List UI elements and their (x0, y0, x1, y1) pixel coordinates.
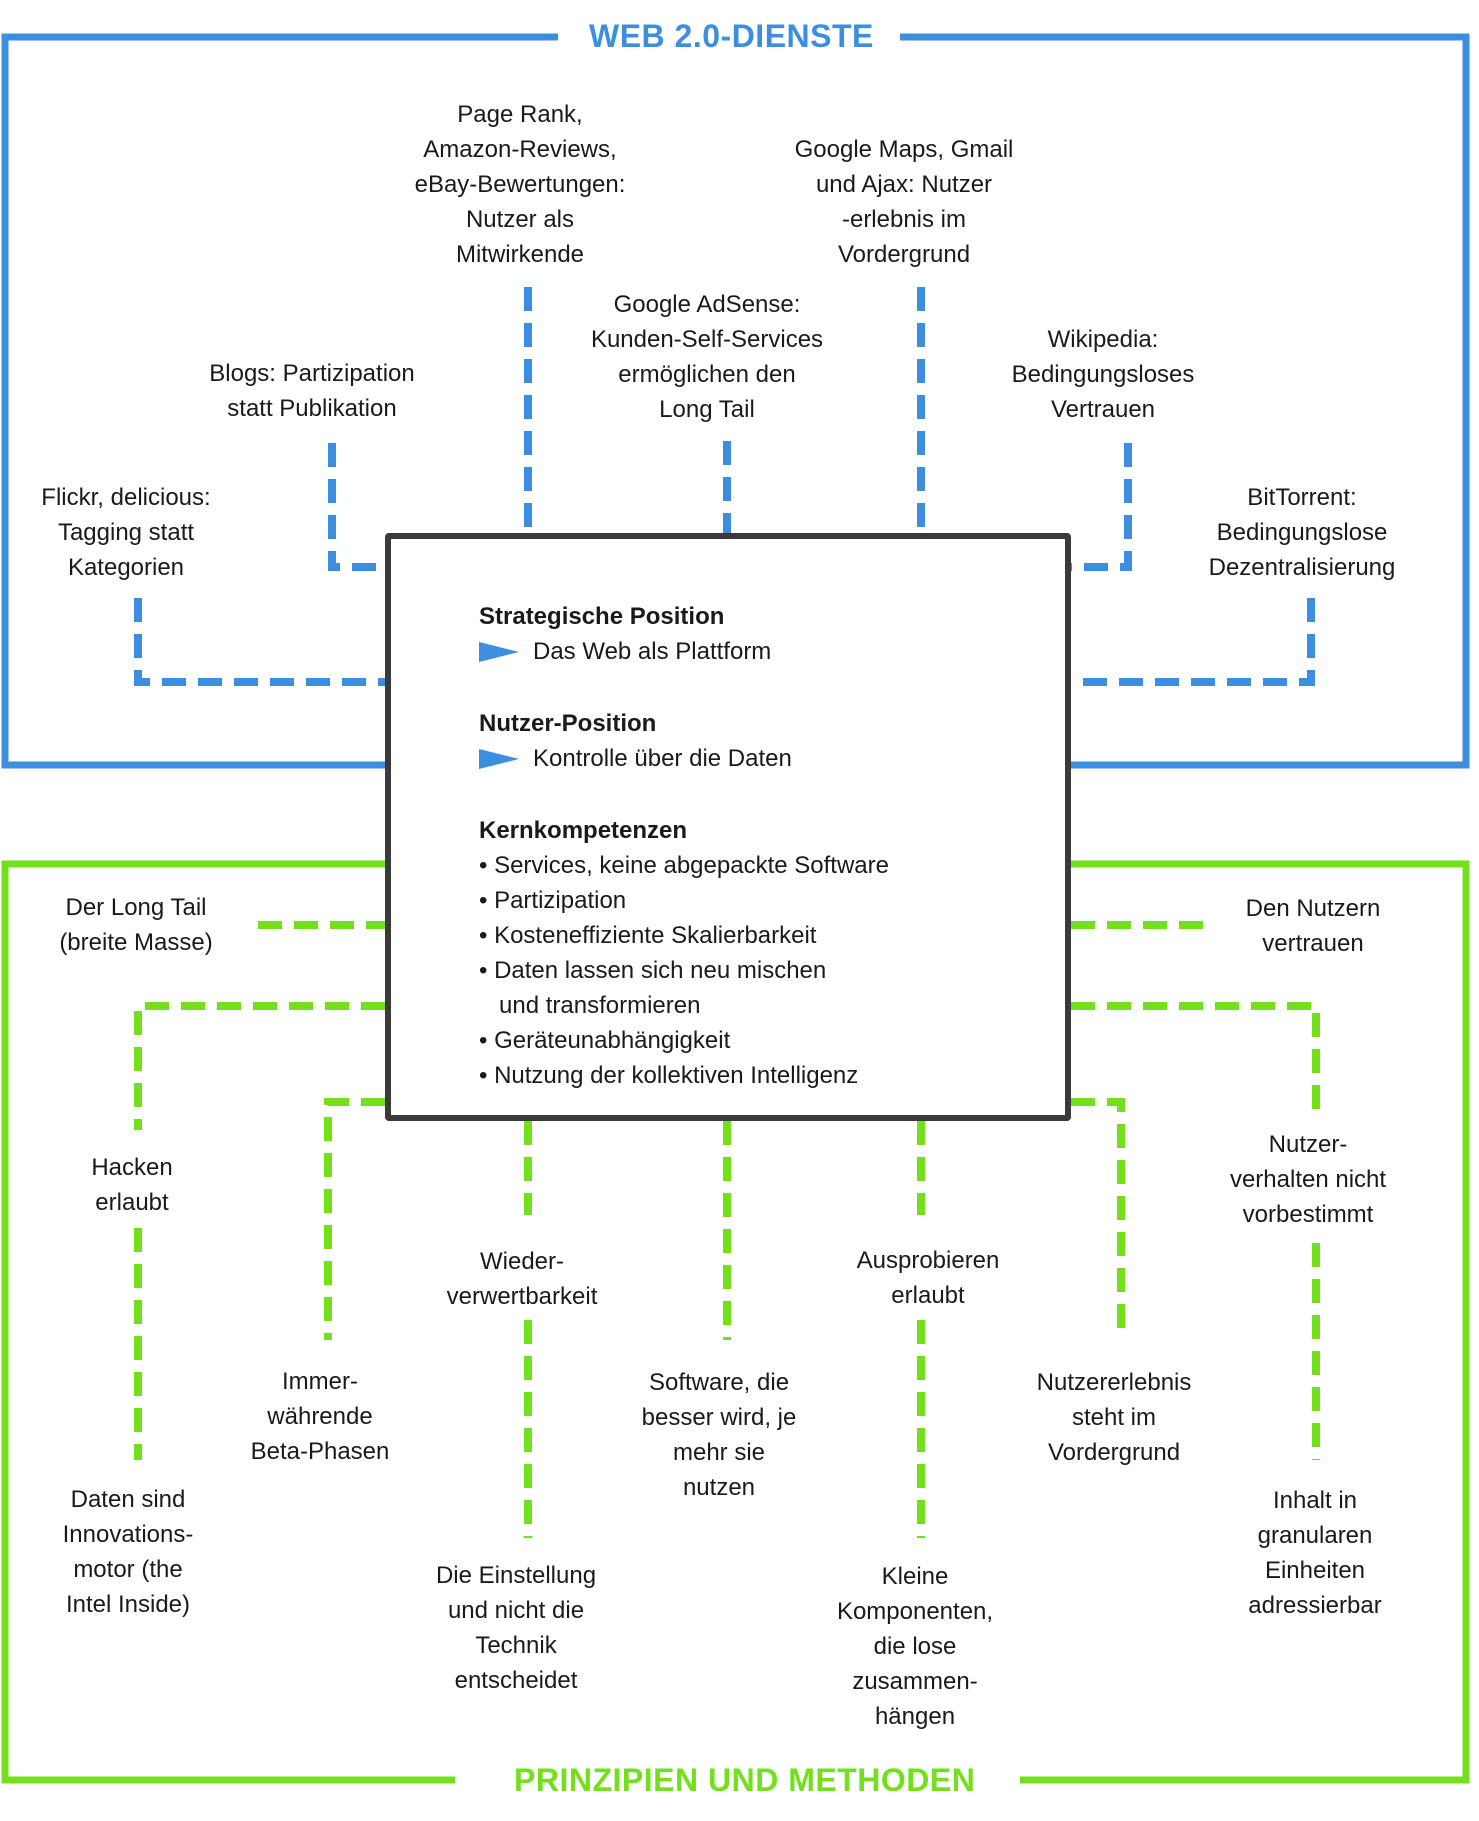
connector-flickr (134, 598, 385, 686)
bullet-item: und transformieren (479, 992, 701, 1019)
connector-nutzererlebnis (1071, 1098, 1125, 1340)
label-blogs: Blogs: Partizipation statt Publikation (209, 360, 415, 422)
connector-beta (324, 1098, 385, 1340)
bullet-item: • Services, keine abgepackte Software (479, 852, 889, 879)
arrow-icon (479, 748, 519, 769)
bullet-item: • Geräteunabhängigkeit (479, 1027, 731, 1054)
strategic-position-heading: Strategische Position (479, 603, 725, 630)
principles-methods-title: PRINZIPIEN UND METHODEN (500, 1764, 990, 1796)
core-competencies-heading: Kernkompetenzen (479, 817, 688, 844)
core-competencies-box: Strategische Position Das Web als Plattf… (385, 533, 1071, 1121)
label-daten: Daten sind Innovations- motor (the Intel… (62, 1486, 194, 1618)
label-software: Software, die besser wird, je mehr sie n… (641, 1369, 797, 1501)
user-position-item: Kontrolle über die Daten (533, 745, 792, 772)
label-komponenten: Kleine Komponenten, die lose zusammen- h… (836, 1563, 994, 1730)
label-wieder: Wieder- verwertbarkeit (446, 1248, 598, 1310)
top-connectors (134, 287, 1315, 686)
label-inhalt: Inhalt in granularen Einheiten adressier… (1248, 1487, 1382, 1619)
bullet-item: • Daten lassen sich neu mischen (479, 957, 827, 984)
bottom-frame (1, 860, 1470, 1784)
connector-hacken (134, 1002, 385, 1130)
label-hacken: Hacken erlaubt (91, 1154, 173, 1216)
label-beta: Immer- währende Beta-Phasen (250, 1368, 390, 1465)
bullet-item: • Nutzung der kollektiven Intelligenz (479, 1062, 859, 1089)
label-maps: Google Maps, Gmail und Ajax: Nutzer -erl… (794, 136, 1014, 268)
connector-blogs (328, 443, 385, 571)
strategic-position-item: Das Web als Plattform (533, 638, 772, 665)
label-ausprobieren: Ausprobieren erlaubt (856, 1247, 1000, 1309)
label-pagerank: Page Rank, Amazon-Reviews, eBay-Bewertun… (414, 101, 626, 268)
label-einstellung: Die Einstellung und nicht die Technik en… (435, 1562, 597, 1694)
bottom-connectors (134, 921, 1320, 1538)
web20-services-title: WEB 2.0-DIENSTE (575, 20, 888, 52)
bullet-item: • Kosteneffiziente Skalierbarkeit (479, 922, 817, 949)
arrow-icon (479, 641, 519, 662)
top-frame (1, 33, 1470, 769)
label-wikipedia: Wikipedia: Bedingungsloses Vertrauen (1011, 326, 1195, 423)
label-vertrauen: Den Nutzern vertrauen (1245, 895, 1381, 957)
label-nutzerverhalten: Nutzer- verhalten nicht vorbestimmt (1229, 1131, 1387, 1228)
label-nutzererlebnis: Nutzererlebnis steht im Vordergrund (1036, 1369, 1192, 1466)
label-bittorrent: BitTorrent: Bedingungslose Dezentralisie… (1208, 484, 1396, 581)
label-flickr: Flickr, delicious: Tagging statt Kategor… (41, 484, 211, 581)
label-adsense: Google AdSense: Kunden-Self-Services erm… (590, 291, 824, 423)
connector-wikipedia (1071, 443, 1132, 571)
user-position-heading: Nutzer-Position (479, 710, 657, 737)
connector-bittorrent (1071, 598, 1315, 686)
bullet-item: • Partizipation (479, 887, 627, 914)
label-longtail: Der Long Tail (breite Masse) (59, 894, 213, 956)
connector-nutzerverhalten (1071, 1002, 1320, 1110)
